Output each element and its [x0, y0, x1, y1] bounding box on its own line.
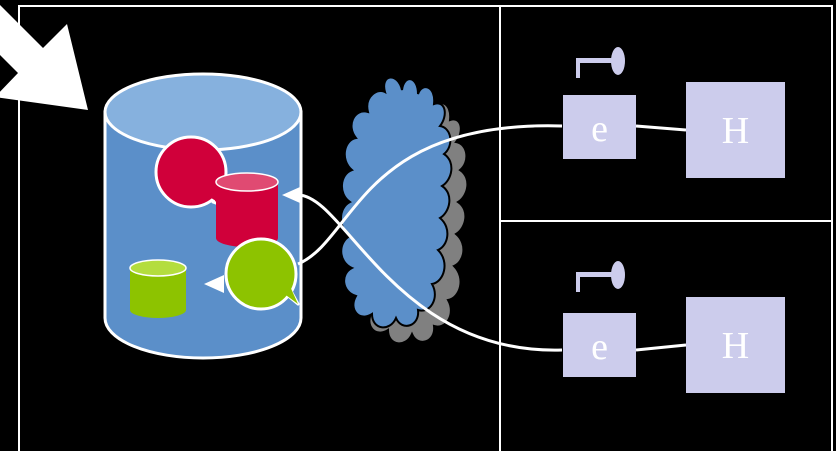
connection-bottom: [297, 193, 563, 352]
client-node[interactable]: [563, 313, 636, 377]
speech-bubble-icon: [154, 135, 228, 209]
arrowhead-icon: [204, 275, 224, 293]
link-top: [635, 124, 687, 132]
client-label: e: [591, 108, 608, 150]
key-icon: [576, 261, 625, 292]
host-label: H: [722, 110, 749, 152]
panel-frame: [18, 5, 833, 451]
big-arrow-icon: [0, 5, 88, 110]
link-bottom: [635, 343, 687, 352]
outer-frame: [18, 5, 833, 451]
speech-bubble-icon: [224, 237, 300, 311]
node-group-bottom: e H: [563, 261, 785, 393]
cylinder-icon: [215, 172, 279, 247]
key-icon: [576, 47, 625, 78]
arrowhead-icon: [282, 187, 300, 203]
host-node[interactable]: [686, 82, 785, 178]
host-node[interactable]: [686, 297, 785, 393]
connection-top: [297, 124, 563, 266]
network-cloud-icon: [340, 76, 469, 345]
node-group-top: e H: [563, 47, 785, 178]
host-label: H: [722, 325, 749, 367]
client-node[interactable]: [563, 95, 636, 159]
connections: [297, 124, 687, 352]
client-label: e: [591, 326, 608, 368]
cylinder-icon: [129, 259, 187, 318]
